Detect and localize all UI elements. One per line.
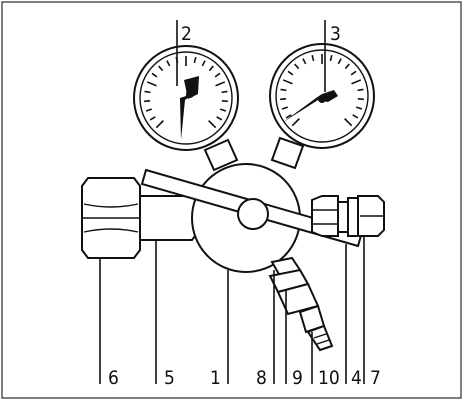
label-4: 4 <box>351 367 362 389</box>
label-9: 9 <box>292 367 303 389</box>
gauge-tick <box>219 108 227 112</box>
gauge-tick <box>149 116 156 121</box>
gauge-tick <box>355 106 363 110</box>
label-6: 6 <box>108 367 119 389</box>
gauge-tick <box>337 58 342 65</box>
gauge-tick <box>146 81 157 87</box>
gauge-tick <box>151 72 158 78</box>
pressure-gauge <box>133 45 239 151</box>
gauge-tick <box>351 79 362 85</box>
outlet-assembly <box>268 256 334 352</box>
gauge-tick <box>144 90 151 94</box>
gauge-tick <box>302 58 307 65</box>
gauge-tick <box>214 72 221 78</box>
gauge-tick <box>208 65 214 72</box>
gauge-tick <box>350 70 357 76</box>
gauge-tick <box>145 108 153 112</box>
gauge-tick <box>158 65 164 72</box>
label-8: 8 <box>256 367 267 389</box>
label-5: 5 <box>164 367 175 389</box>
gauge-tick <box>357 88 364 92</box>
gauge-tick <box>166 60 171 67</box>
gauge-tick <box>344 63 350 70</box>
gauge-tick <box>344 118 353 127</box>
inlet-connector <box>135 195 199 241</box>
gauge-tick <box>287 70 294 76</box>
gauge-tick <box>215 81 226 87</box>
gauge-tick <box>155 120 164 129</box>
label-10: 10 <box>318 367 340 389</box>
gauge-tick <box>281 106 289 110</box>
side-nut <box>311 195 385 237</box>
gauge-tick <box>208 120 217 129</box>
part-labels: 2 3 6 5 1 8 9 10 4 7 <box>108 23 381 389</box>
gauge-tick <box>352 114 359 119</box>
leader-lines <box>99 20 365 384</box>
gauge-tick <box>216 116 223 121</box>
content-gauge <box>269 43 375 149</box>
gauge-tick <box>329 54 333 62</box>
gauge-tick <box>294 63 300 70</box>
label-3: 3 <box>330 23 341 45</box>
gauge-tick <box>311 54 315 62</box>
gauge-tick <box>201 60 206 67</box>
gauge-tick <box>280 88 287 92</box>
gauge-tick <box>291 118 300 127</box>
label-2: 2 <box>181 23 192 45</box>
gauge-tick <box>221 90 228 94</box>
gauge-tick <box>193 56 197 64</box>
gauge-tick <box>282 79 293 85</box>
label-1: 1 <box>210 367 221 389</box>
label-7: 7 <box>370 367 381 389</box>
gauge-tick <box>285 114 292 119</box>
gauge-necks <box>203 136 305 172</box>
cylinder-nut <box>81 177 141 259</box>
